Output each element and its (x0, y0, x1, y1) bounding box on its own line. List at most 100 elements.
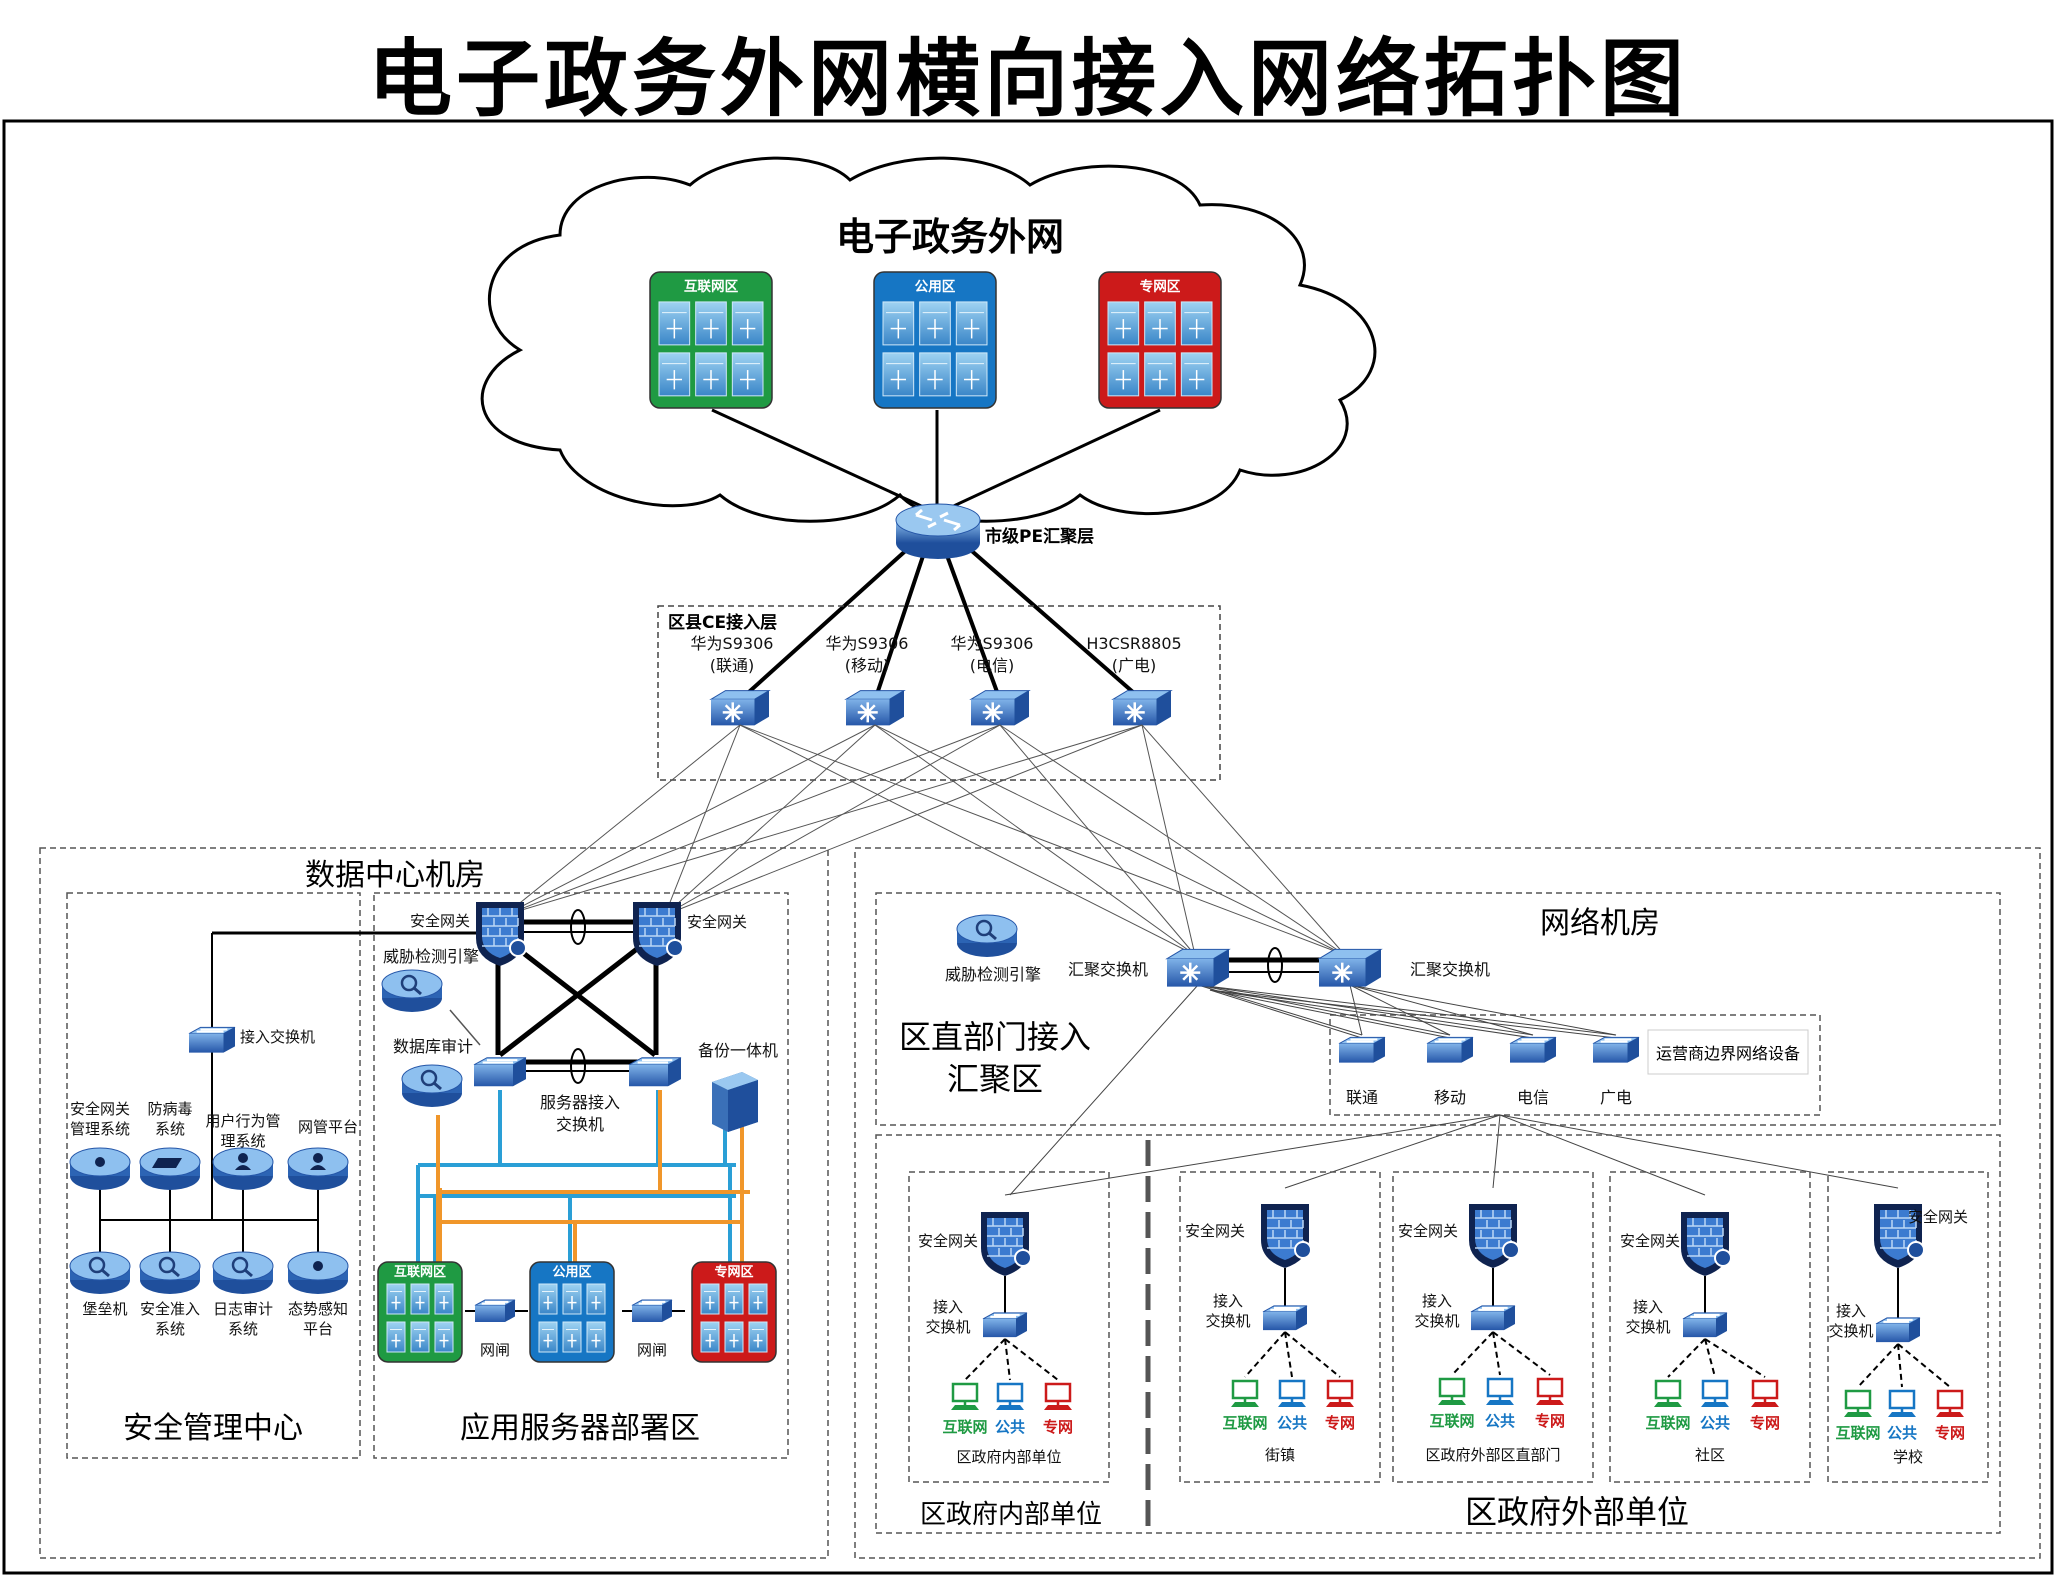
gateway-label-1: 安全网关 (410, 912, 470, 930)
security-device-icon-1 (69, 1147, 131, 1190)
app-zone-server-2: 公用区 (529, 1261, 615, 1363)
app-zone-server-3: 专网区 (691, 1261, 777, 1363)
audit-device-label: 堡垒机 (82, 1300, 127, 1318)
unit-pc-label: 互联网 (1645, 1414, 1690, 1432)
unit-switch-label: 接入 (1422, 1292, 1452, 1310)
security-center-box (66, 892, 361, 1459)
audit-device-label: 态势感知 (288, 1300, 348, 1318)
unit-box-5 (1827, 1171, 1989, 1483)
ce-switch-name: 华为S9306 (691, 634, 774, 653)
app-zone-server-1: 互联网区 (377, 1261, 463, 1363)
zone-label: 公用区 (552, 1265, 591, 1280)
security-device-label: 防病毒 (147, 1100, 192, 1118)
gap-label-2: 网闸 (637, 1341, 667, 1359)
unit-switch-label: 接入 (1633, 1298, 1663, 1316)
ce-switch-sub: (电信) (970, 656, 1015, 675)
data-center-box (39, 847, 829, 1559)
agg-switch-icon-1 (1165, 948, 1231, 987)
audit-device-label: 安全准入 (140, 1300, 200, 1318)
unit-pc-icon (1231, 1379, 1259, 1407)
security-device-label: 管理系统 (70, 1120, 130, 1138)
audit-device-label: 平台 (303, 1320, 333, 1338)
unit-switch-label-2: 交换机 (1828, 1322, 1873, 1340)
unit-pc-label: 互联网 (1429, 1412, 1474, 1430)
unit-switch-label-2: 交换机 (925, 1318, 970, 1336)
security-device-label: 理系统 (220, 1132, 265, 1150)
security-device-icon-2 (139, 1147, 201, 1190)
audit-device-label: 系统 (228, 1320, 258, 1338)
unit-name-5: 学校 (1893, 1448, 1923, 1466)
security-device-label: 安全网关 (70, 1100, 130, 1118)
unit-gateway-icon-4 (1681, 1212, 1732, 1276)
ce-switch-sub: (广电) (1112, 656, 1157, 675)
unit-switch-icon-3 (1470, 1305, 1516, 1331)
access-switch-icon (188, 1026, 236, 1053)
security-device-label: 用户行为管 (205, 1112, 280, 1130)
unit-pc-icon (1536, 1377, 1564, 1405)
outer-frame (2, 119, 2054, 1575)
pe-label: 市级PE汇聚层 (985, 526, 1094, 547)
unit-box-1 (908, 1171, 1110, 1483)
ce-switch-name: H3CSR8805 (1086, 634, 1181, 653)
unit-box-4 (1609, 1171, 1811, 1483)
security-device-label: 系统 (155, 1120, 185, 1138)
app-zone-box (373, 892, 789, 1459)
audit-device-label: 系统 (155, 1320, 185, 1338)
carrier-label: 运营商边界网络设备 (1656, 1044, 1800, 1063)
audit-device-icon-2 (139, 1251, 201, 1294)
agg-switch-icon-2 (1317, 948, 1383, 987)
cloud-zone-2: 公用区 (873, 271, 997, 409)
zone-label: 公用区 (915, 279, 956, 295)
unit-pc-label: 公共 (995, 1418, 1025, 1436)
unit-pc-label: 专网 (1043, 1418, 1073, 1436)
agg-switch-label-1: 汇聚交换机 (1068, 960, 1148, 979)
gateway-icon-2 (633, 902, 684, 966)
unit-switch-label-2: 交换机 (1205, 1312, 1250, 1330)
unit-gateway-label: 安全网关 (1620, 1232, 1680, 1250)
ce-switch-name: 华为S9306 (951, 634, 1034, 653)
unit-pc-icon (1844, 1389, 1872, 1417)
unit-pc-label: 互联网 (1835, 1424, 1880, 1442)
unit-pc-icon (1936, 1389, 1964, 1417)
network-room-title: 网络机房 (1540, 906, 1660, 941)
unit-switch-icon-2 (1262, 1305, 1308, 1331)
district-box (854, 847, 2041, 1559)
agg-area-title-1: 区直部门接入 (899, 1018, 1091, 1056)
unit-pc-label: 公共 (1887, 1424, 1917, 1442)
page-title: 电子政务外网横向接入网络拓扑图 (367, 30, 1688, 128)
zone-label: 专网区 (714, 1264, 753, 1280)
unit-pc-label: 公共 (1485, 1412, 1515, 1430)
audit-device-icon-4 (287, 1251, 349, 1294)
unit-gateway-label: 安全网关 (1185, 1222, 1245, 1240)
unit-switch-label-2: 交换机 (1625, 1318, 1670, 1336)
unit-gateway-label: 安全网关 (1908, 1208, 1968, 1226)
unit-box-2 (1179, 1171, 1381, 1483)
carrier-label-3: 电信 (1517, 1088, 1549, 1107)
unit-pc-icon (1326, 1379, 1354, 1407)
unit-pc-icon (1438, 1377, 1466, 1405)
cloud-title: 电子政务外网 (836, 215, 1064, 259)
unit-pc-icon (1278, 1379, 1306, 1407)
carrier-label-4: 广电 (1600, 1088, 1632, 1107)
unit-switch-icon-4 (1682, 1312, 1728, 1338)
carrier-switch-icon-4 (1592, 1036, 1640, 1063)
carrier-switch-icon-3 (1509, 1036, 1557, 1063)
unit-pc-icon (951, 1382, 979, 1410)
pe-router-icon (895, 503, 981, 559)
agg-switch-label-2: 汇聚交换机 (1410, 960, 1490, 979)
unit-pc-label: 专网 (1935, 1424, 1965, 1442)
ce-switch-icon-3 (969, 690, 1031, 726)
district-threat-icon (956, 914, 1018, 957)
unit-gateway-icon-5 (1874, 1204, 1925, 1268)
audit-device-icon-3 (212, 1251, 274, 1294)
unit-pc-icon (1701, 1379, 1729, 1407)
gap-icon-1 (474, 1299, 516, 1322)
unit-name-2: 街镇 (1265, 1446, 1295, 1464)
unit-gateway-icon-3 (1469, 1204, 1520, 1268)
unit-switch-label-2: 交换机 (1414, 1312, 1459, 1330)
unit-gateway-icon-1 (981, 1212, 1032, 1276)
gap-icon-2 (631, 1299, 673, 1322)
security-device-icon-3 (212, 1147, 274, 1190)
